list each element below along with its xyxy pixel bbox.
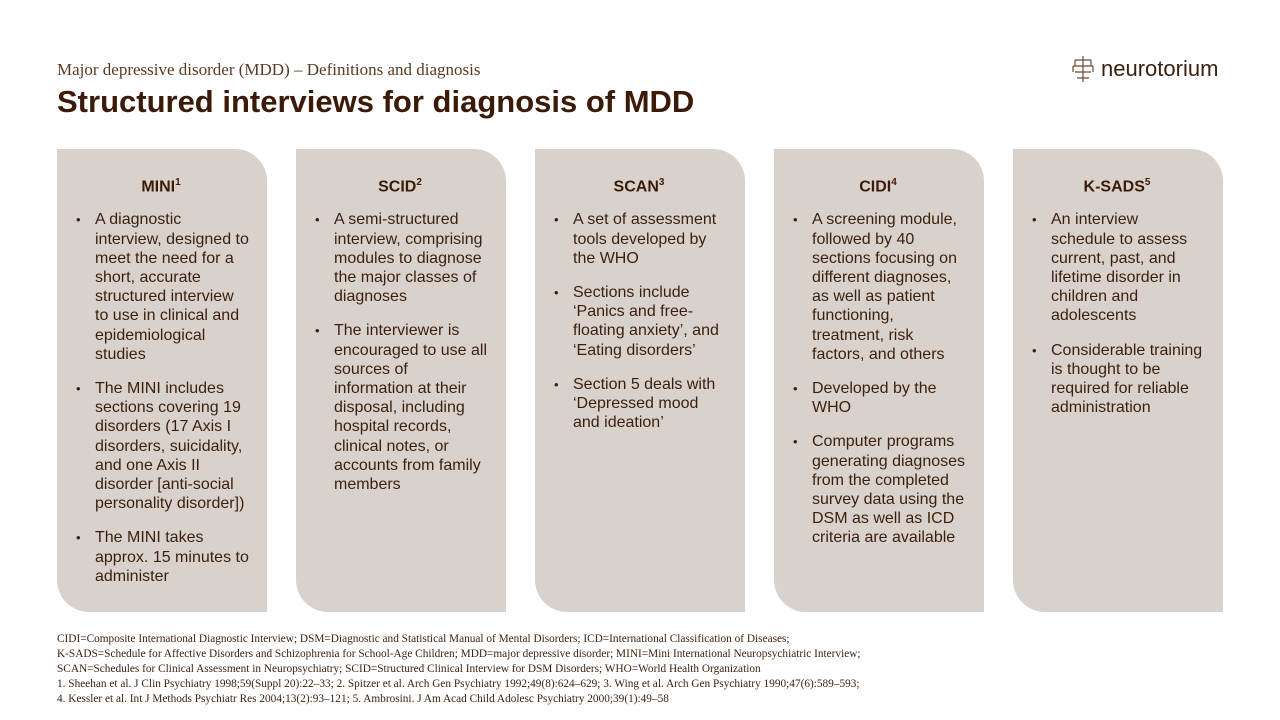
bullet-list: A semi-structured interview, comprising …	[312, 210, 488, 494]
card-k-sads: K-SADS5 An interview schedule to assess c…	[1013, 149, 1223, 612]
bullet-item: A set of assessment tools developed by t…	[554, 210, 727, 268]
reference-number: 5	[1144, 177, 1151, 188]
bullet-item: The MINI includes sections covering 19 d…	[76, 379, 249, 513]
card-title: MINI1	[73, 177, 249, 196]
bullet-item: The MINI takes approx. 15 minutes to adm…	[76, 528, 249, 586]
reference-number: 1	[175, 177, 181, 188]
card-title-text: MINI	[141, 178, 176, 196]
bullet-item: Developed by the WHO	[793, 379, 966, 417]
card-title-text: CIDI	[859, 178, 892, 196]
bullet-item: A semi-structured interview, comprising …	[315, 210, 488, 306]
card-title-text: SCID	[378, 178, 417, 196]
bullet-item: Sections include ‘Panics and free-floati…	[554, 283, 727, 360]
brain-tree-icon	[1072, 56, 1094, 82]
footnote-line: K-SADS=Schedule for Affective Disorders …	[57, 648, 861, 660]
card-title-text: SCAN	[613, 178, 659, 196]
card-cidi: CIDI4 A screening module, followed by 40 …	[774, 149, 984, 612]
card-title: CIDI4	[790, 177, 966, 196]
card-title: SCID2	[312, 177, 488, 196]
bullet-list: A diagnostic interview, designed to meet…	[73, 210, 249, 586]
footnote-line: CIDI=Composite International Diagnostic …	[57, 633, 790, 645]
card-scan: SCAN3 A set of assessment tools developed…	[535, 149, 745, 612]
bullet-item: Considerable training is thought to be r…	[1032, 341, 1205, 418]
slide-subtitle: Major depressive disorder (MDD) – Defini…	[57, 60, 481, 79]
reference-number: 3	[658, 177, 665, 188]
footnote-line: 4. Kessler et al. Int J Methods Psychiat…	[57, 693, 669, 705]
card-title-text: K-SADS	[1083, 178, 1145, 196]
card-mini: MINI1 A diagnostic interview, designed to…	[57, 149, 267, 612]
bullet-item: Section 5 deals with ‘Depressed mood and…	[554, 375, 727, 433]
bullet-list: A screening module, followed by 40 secti…	[790, 210, 966, 547]
bullet-list: An interview schedule to assess current,…	[1029, 210, 1205, 417]
footnotes: CIDI=Composite International Diagnostic …	[57, 632, 861, 707]
reference-number: 2	[416, 177, 422, 188]
bullet-item: Computer programs generating diagnoses f…	[793, 432, 966, 547]
footnote-line: 1. Sheehan et al. J Clin Psychiatry 1998…	[57, 678, 860, 690]
bullet-item: An interview schedule to assess current,…	[1032, 210, 1205, 325]
card-title: K-SADS5	[1029, 177, 1205, 196]
card-title: SCAN3	[551, 177, 727, 196]
bullet-item: A diagnostic interview, designed to meet…	[76, 210, 249, 364]
logo-text: neurotorium	[1101, 56, 1219, 81]
footnote-line: SCAN=Schedules for Clinical Assessment i…	[57, 663, 761, 675]
reference-number: 4	[891, 177, 897, 188]
card-scid: SCID2 A semi-structured interview, compri…	[296, 149, 506, 612]
bullet-list: A set of assessment tools developed by t…	[551, 210, 727, 432]
neurotorium-logo: neurotorium	[1071, 54, 1218, 84]
slide-title: Structured interviews for diagnosis of M…	[57, 84, 695, 119]
bullet-item: A screening module, followed by 40 secti…	[793, 210, 966, 364]
bullet-item: The interviewer is encouraged to use all…	[315, 321, 488, 494]
